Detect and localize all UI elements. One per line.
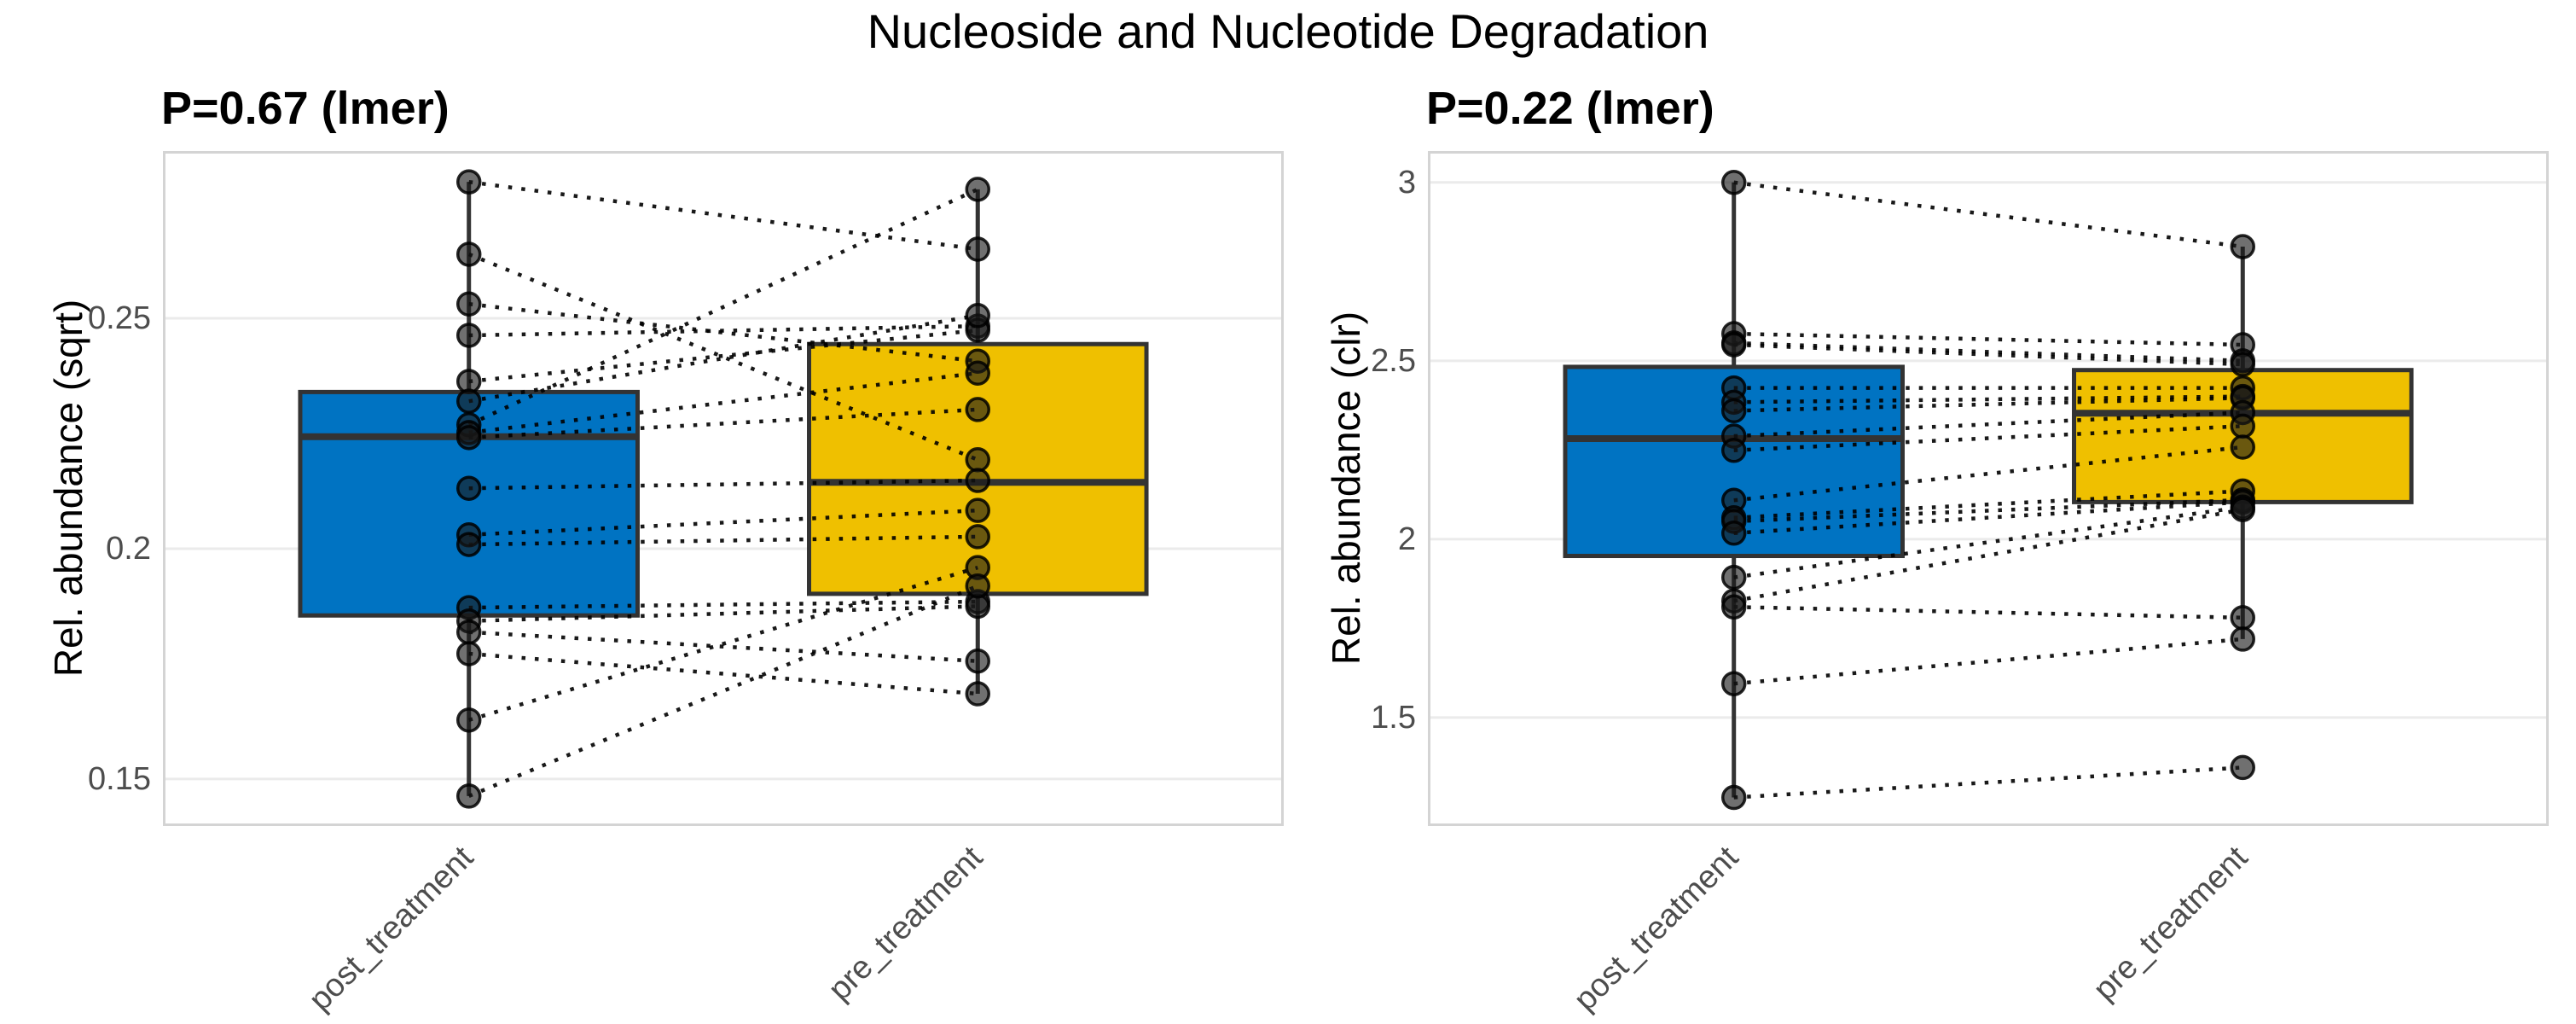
data-point [455,425,482,451]
plot-area-left [163,151,1284,826]
data-point [455,619,482,645]
data-point [2230,497,2256,522]
data-point [455,707,482,733]
pair-line [1733,765,2243,800]
pair-line [1733,605,2243,620]
data-point [965,573,991,599]
data-point [1720,521,1747,546]
pair-line [468,328,978,384]
pair-line [1733,410,2243,439]
pair-line [468,599,978,610]
pair-line [468,179,978,252]
pair-line [1733,424,2243,453]
pair-line [468,630,978,663]
data-point [965,524,991,550]
pair-line [1733,331,2243,347]
data-point [1720,594,1747,620]
data-point [455,388,482,414]
data-point [965,468,991,493]
data-point [965,447,991,473]
data-point [455,323,482,348]
y-tick-label: 0.15 [88,760,151,797]
data-point [965,681,991,707]
panel-border [163,151,1284,826]
y-tick-label: 3 [1397,164,1416,201]
pair-line [1733,180,2243,249]
data-point [2230,626,2256,652]
y-tick-label: 2.5 [1371,342,1416,379]
data-point [1720,671,1747,696]
data-point [965,177,991,202]
data-point [965,303,991,329]
data-point [965,360,991,386]
data-point [2230,434,2256,460]
x-tick-label: pre_treatment [2086,840,2254,1008]
y-axis-title-left: Rel. abundance (sqrt) [46,299,90,678]
pair-line [468,478,978,491]
y-tick-label: 0.2 [106,530,151,567]
data-point [2230,605,2256,631]
data-point [965,648,991,674]
pair-line [1733,445,2243,503]
data-point [455,641,482,666]
data-point [1720,398,1747,424]
pair-line [1733,489,2243,521]
pair-line [1733,500,2243,536]
pair-line [1733,396,2243,413]
pair-line [1733,394,2243,404]
pair-line [467,187,979,427]
data-point [965,236,991,262]
pvalue-label-left: P=0.67 (lmer) [161,83,450,134]
x-tick-label: pre_treatment [821,840,989,1008]
data-point [455,783,482,809]
data-point [455,291,482,317]
y-tick-label: 0.25 [88,300,151,336]
data-point [455,169,482,195]
y-axis-title-right: Rel. abundance (clr) [1324,311,1368,666]
data-point [1720,784,1747,811]
data-point [1720,332,1747,358]
pair-line [468,302,978,364]
data-point [965,497,991,523]
x-tick-label: post_treatment [1567,840,1746,1018]
pair-line [468,534,978,547]
pair-line [1733,637,2243,686]
y-tick-label: 2 [1397,521,1416,557]
data-point [2230,754,2256,781]
pair-line [1733,340,2243,364]
pvalue-label-right: P=0.22 (lmer) [1426,83,1714,134]
panel-border [1428,151,2549,826]
data-point [1720,170,1747,195]
pair-line [1733,342,2243,367]
x-tick-label: post_treatment [302,840,481,1018]
pair-line [468,651,978,696]
data-point [2230,413,2256,439]
data-point [2230,352,2256,377]
figure-title: Nucleoside and Nucleotide Degradation [867,4,1709,58]
data-point [965,397,991,422]
y-tick-label: 1.5 [1371,699,1416,736]
pair-line [468,565,978,722]
data-point [1720,438,1747,463]
pair-line [468,604,978,623]
pair-line [468,407,978,440]
data-point [2230,234,2256,259]
pair-line [468,508,978,538]
data-point [455,475,482,501]
data-point [455,241,482,267]
plot-area-right [1428,151,2549,826]
data-point [455,532,482,557]
pair-line [1733,497,2243,524]
data-point [1720,564,1747,591]
pair-line [468,323,978,338]
